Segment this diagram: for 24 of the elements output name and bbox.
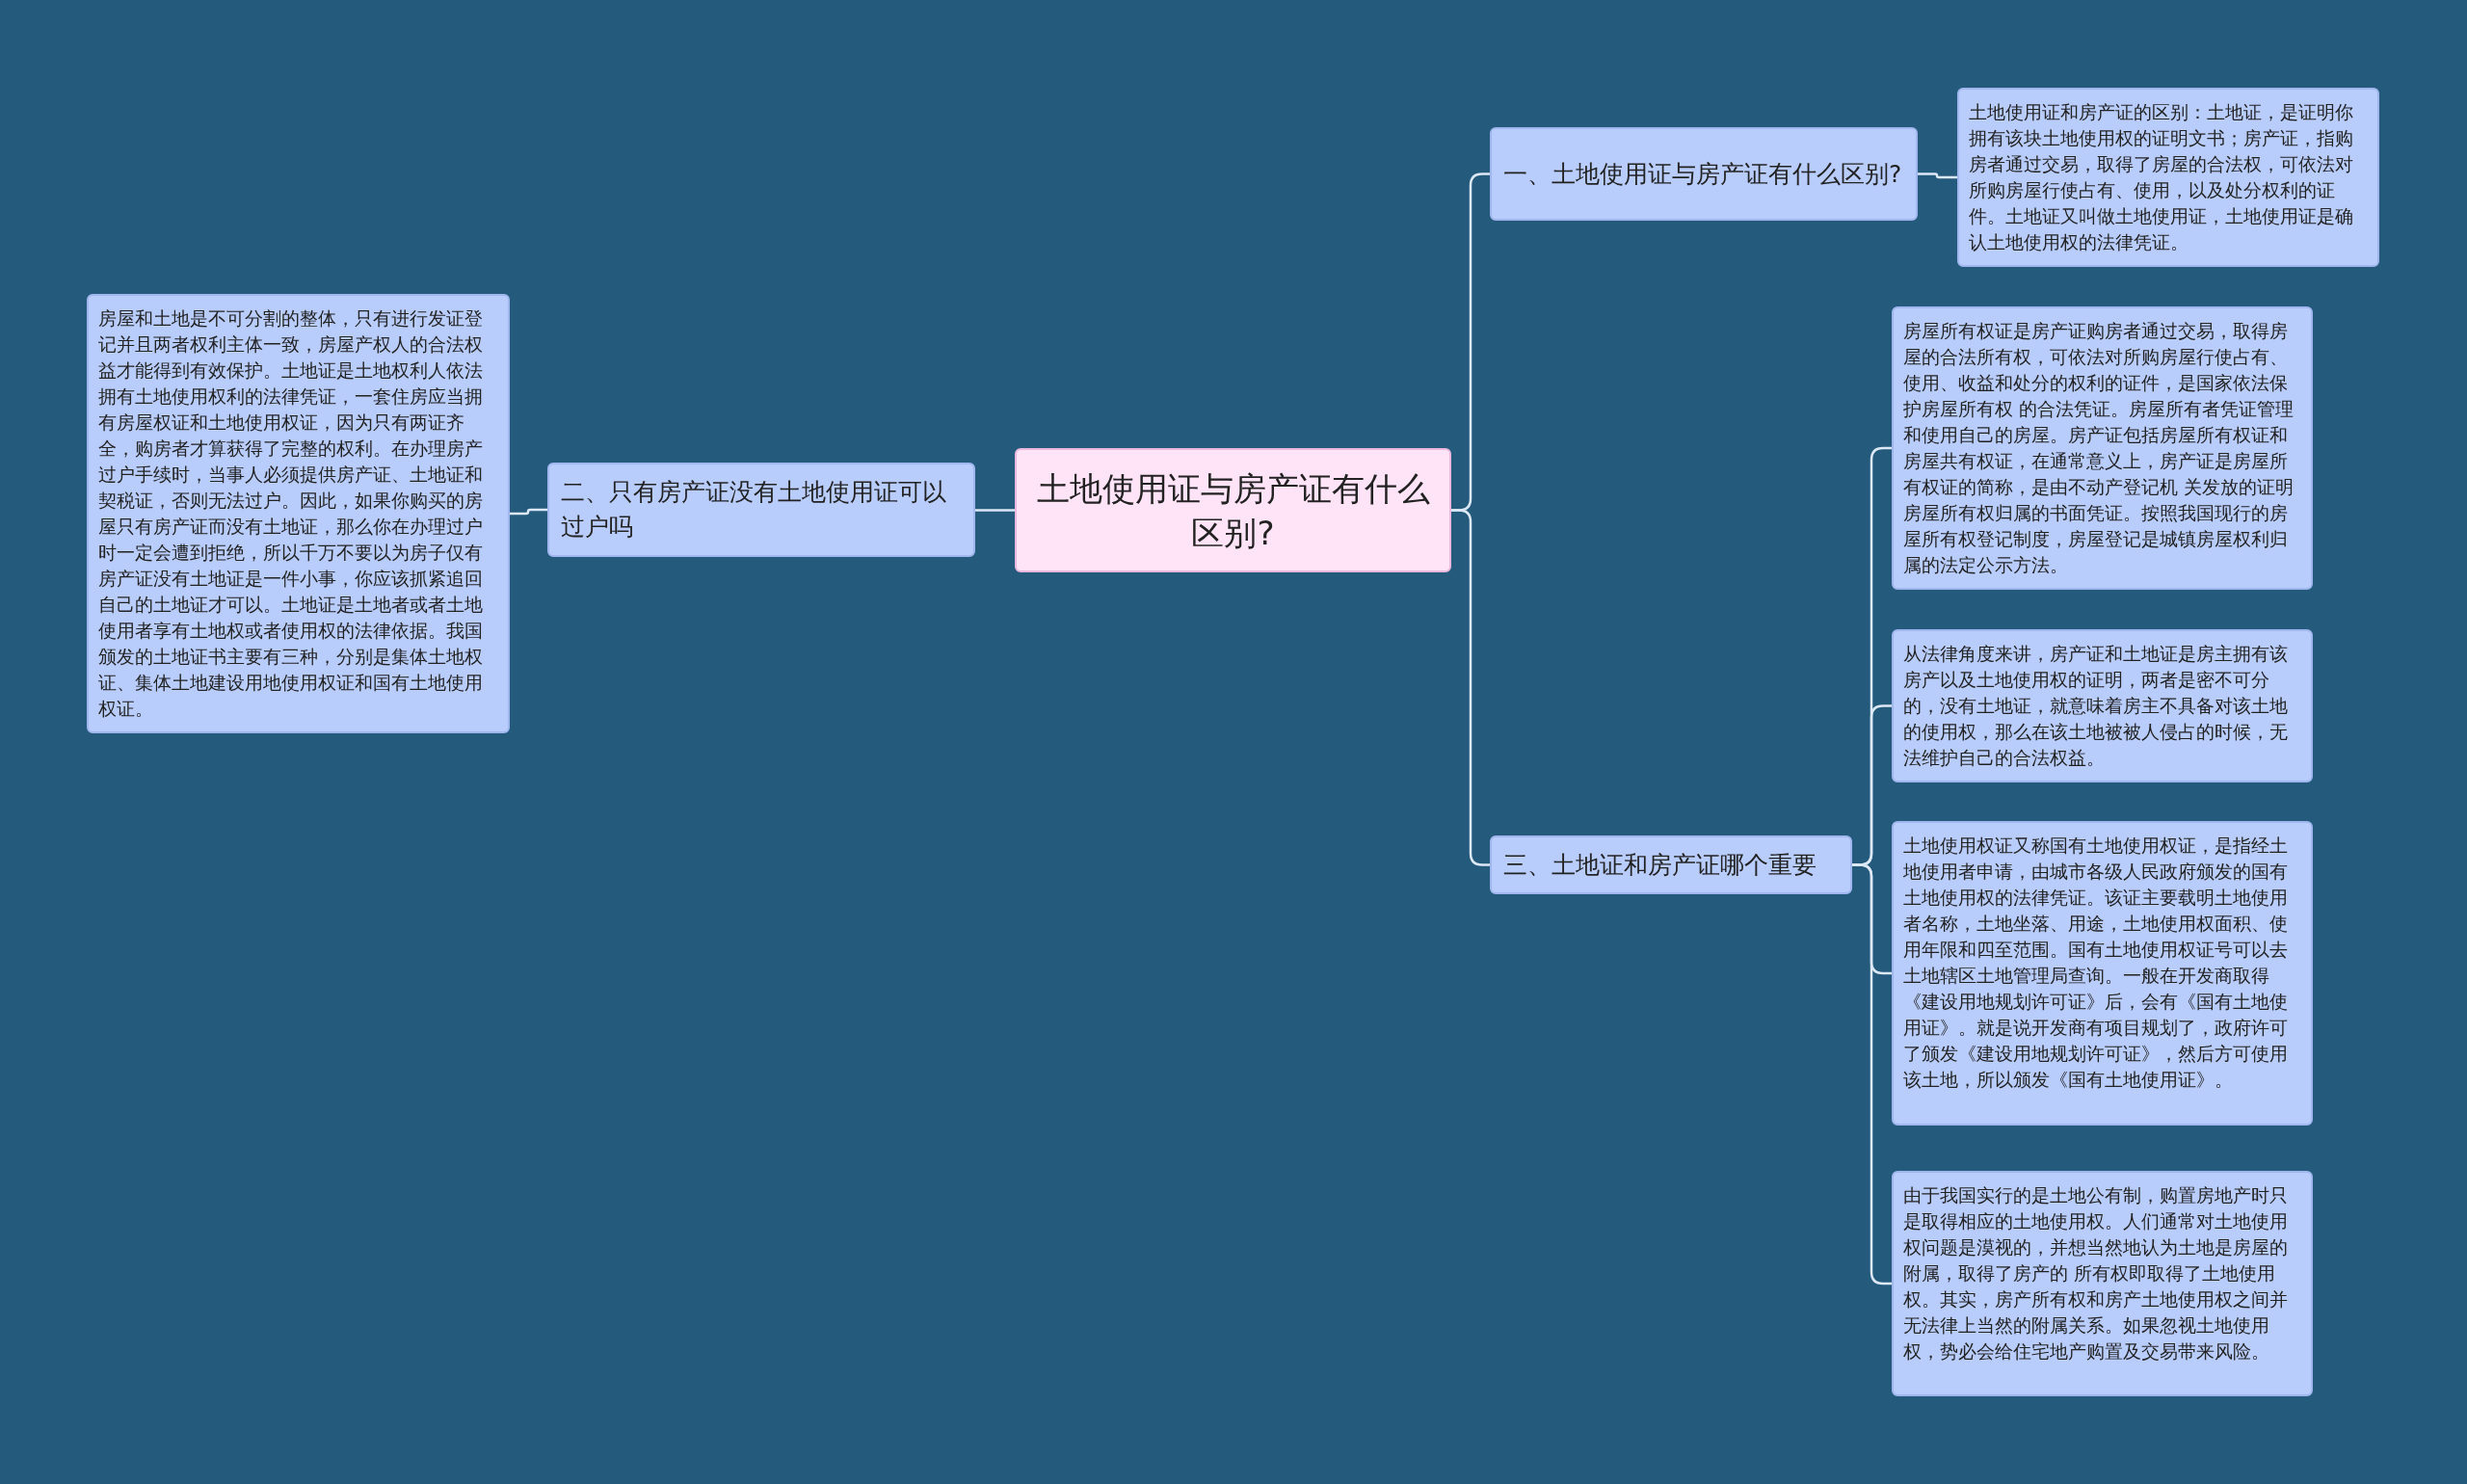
note-text: 从法律角度来讲，房产证和土地证是房主拥有该房产以及土地使用权的证明，两者是密不可分的，没有土地证，就意味着房主不具备对该土地的使用权，那么在该土地被被人侵占的时候，无法维护自己的合法权益。 bbox=[1903, 642, 2289, 770]
note-box bbox=[1892, 1171, 2313, 1396]
note-text: 由于我国实行的是土地公有制，购置房地产时只是取得相应的土地使用权。人们通常对土地使用权问题是漠视的，并想当然地认为土地是房屋的附属，取得了房产的 所有权即取得了土地使用权。其实，房产所有权和房产土地使用权之间并无法律上当然的附属关系。如果忽视土地使用权，势必会给住宅地产购置及交易带来风险。 bbox=[1903, 1183, 2289, 1364]
note-box bbox=[1892, 821, 2313, 1126]
branch-title: 一、土地使用证与房产证有什么区别? bbox=[1503, 158, 1902, 190]
connector-line bbox=[1918, 172, 1957, 179]
connector-line bbox=[1852, 863, 1892, 1285]
branch-box bbox=[1490, 835, 1852, 894]
connector-line bbox=[510, 508, 547, 516]
note-text: 房屋所有权证是房产证购房者通过交易，取得房屋的合法所有权，可依法对所购房屋行使占有、使用、收益和处分的权利的证件，是国家依法保护房屋所有权 的合法凭证。房屋所有者凭证管理和使用自己的房屋。房产证包括房屋所有权证和房屋共有权证，在通常意义上，房产证是房屋所有权证的简称，是由不动产登记机 关发放的证明房屋所有权归属的书面凭证。按照我国现行的房屋所有权登记制度，房屋登记是城镇房屋权利归属的法定公示方法。 bbox=[1903, 319, 2295, 577]
note-box bbox=[1957, 88, 2379, 267]
topic-box bbox=[1015, 448, 1451, 572]
note-text: 土地使用证和房产证的区别：土地证，是证明你拥有该块土地使用权的证明文书；房产证，指购房者通过交易，取得了房屋的合法权，可依法对所购房屋行使占有、使用，以及处分权利的证件。土地证又叫做土地使用证，土地使用证是确认土地使用权的法律凭证。 bbox=[1969, 100, 2354, 254]
branch-box bbox=[1490, 127, 1918, 221]
branch-box bbox=[547, 463, 975, 557]
note-box bbox=[1892, 629, 2313, 782]
note-text: 土地使用权证又称国有土地使用权证，是指经土地使用者申请，由城市各级人民政府颁发的国有土地使用权的法律凭证。该证主要载明土地使用者名称，土地坐落、用途，土地使用权面积、使用年限和四至范围。国有土地使用权证号可以去土地辖区土地管理局查询。一般在开发商取得《建设用地规划许可证》后，会有《国有土地使用证》。就是说开发商有项目规划了，政府许可了颁发《建设用地规划许可证》，然后方可使用该土地，所以颁发《国有土地使用证》。 bbox=[1903, 834, 2289, 1092]
note-box bbox=[1892, 306, 2313, 590]
connector-line bbox=[975, 509, 1015, 512]
branch-title: 二、只有房产证没有土地使用证可以过户吗 bbox=[561, 477, 947, 543]
topic-title: 土地使用证与房产证有什么区别? bbox=[1035, 467, 1431, 554]
connector-line bbox=[1451, 509, 1490, 866]
branch-title: 三、土地证和房产证哪个重要 bbox=[1503, 849, 1817, 881]
note-text: 房屋和土地是不可分割的整体，只有进行发证登记并且两者权利主体一致，房屋产权人的合法权益才能得到有效保护。土地证是土地权利人依法拥有土地使用权利的法律凭证，一套住房应当拥有房屋权证和土地使用权证，因为只有两证齐全，购房者才算获得了完整的权利。在办理房产过户手续时，当事人必须提供房产证、土地证和契税证，否则无法过户。因此，如果你购买的房屋只有房产证而没有土地证，那么你在办理过户时一定会遭到拒绝，所以千万不要以为房子仅有房产证没有土地证是一件小事，你应该抓紧追回自己的土地证才可以。土地证是土地者或者土地使用者享有土地权或者使用权的法律依据。我国颁发的土地证书主要有三种，分别是集体土地权证、集体土地建设用地使用权证和国有土地使用权证。 bbox=[98, 306, 484, 721]
